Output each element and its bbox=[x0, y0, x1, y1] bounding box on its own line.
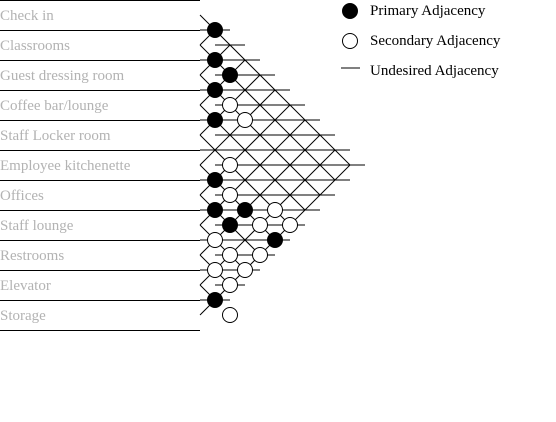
legend-primary-label: Primary Adjacency bbox=[370, 3, 486, 19]
secondary-adjacency-mark bbox=[222, 247, 238, 263]
primary-adjacency-mark bbox=[207, 52, 223, 68]
secondary-adjacency-mark bbox=[222, 277, 238, 293]
grid-diagonal-line bbox=[199, 89, 276, 166]
secondary-adjacency-mark bbox=[237, 112, 253, 128]
row-label: Coffee bar/lounge bbox=[0, 98, 109, 114]
secondary-adjacency-mark bbox=[222, 307, 238, 323]
primary-adjacency-mark bbox=[222, 217, 238, 233]
row-lines bbox=[0, 0, 200, 331]
primary-adjacency-mark bbox=[207, 292, 223, 308]
row-label: Employee kitchenette bbox=[0, 158, 131, 174]
secondary-adjacency-mark bbox=[267, 202, 283, 218]
primary-adjacency-mark bbox=[222, 67, 238, 83]
adjacency-marks bbox=[207, 22, 298, 323]
primary-adjacency-mark bbox=[237, 202, 253, 218]
row-label: Staff lounge bbox=[0, 218, 74, 234]
secondary-adjacency-mark bbox=[207, 262, 223, 278]
primary-adjacency-mark bbox=[267, 232, 283, 248]
primary-adjacency-mark bbox=[207, 172, 223, 188]
grid-diagonal-line bbox=[199, 44, 336, 181]
primary-adjacency-mark bbox=[207, 202, 223, 218]
primary-adjacency-mark bbox=[207, 22, 223, 38]
legend-undesired-label: Undesired Adjacency bbox=[370, 63, 499, 79]
grid-diagonal-line bbox=[199, 149, 336, 286]
legend: Primary Adjacency Secondary Adjacency Un… bbox=[341, 3, 501, 79]
legend-primary-icon bbox=[342, 3, 358, 19]
row-label: Storage bbox=[0, 308, 46, 324]
primary-adjacency-mark bbox=[207, 112, 223, 128]
secondary-adjacency-mark bbox=[252, 217, 268, 233]
secondary-adjacency-mark bbox=[207, 232, 223, 248]
row-label: Check in bbox=[0, 8, 54, 24]
primary-adjacency-mark bbox=[207, 82, 223, 98]
secondary-adjacency-mark bbox=[222, 97, 238, 113]
grid-diagonal-line bbox=[199, 224, 246, 271]
row-label: Elevator bbox=[0, 278, 51, 294]
legend-secondary-label: Secondary Adjacency bbox=[370, 33, 501, 49]
secondary-adjacency-mark bbox=[282, 217, 298, 233]
row-label: Restrooms bbox=[0, 248, 64, 264]
row-label: Staff Locker room bbox=[0, 128, 111, 144]
secondary-adjacency-mark bbox=[237, 262, 253, 278]
legend-secondary-icon bbox=[342, 33, 358, 49]
secondary-adjacency-mark bbox=[222, 187, 238, 203]
secondary-adjacency-mark bbox=[222, 157, 238, 173]
row-label: Classrooms bbox=[0, 38, 70, 54]
row-label: Guest dressing room bbox=[0, 68, 124, 84]
row-label: Offices bbox=[0, 188, 44, 204]
secondary-adjacency-mark bbox=[252, 247, 268, 263]
grid-diagonal-line bbox=[199, 59, 246, 106]
